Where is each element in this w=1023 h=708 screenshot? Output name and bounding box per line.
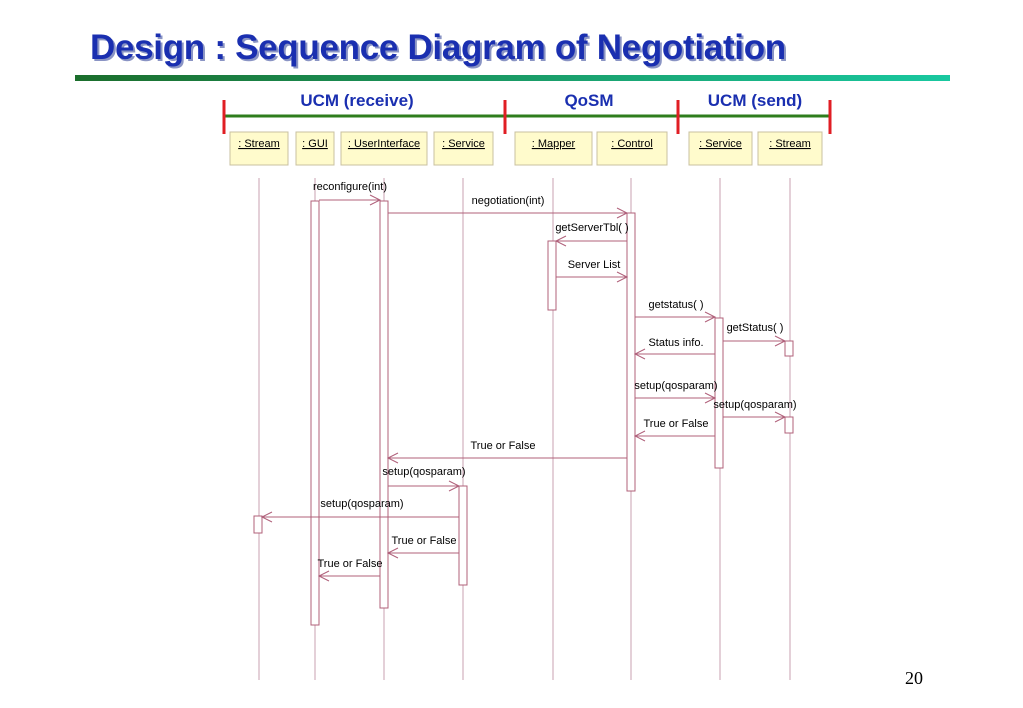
object-box: : UserInterface xyxy=(340,131,428,166)
activation-bar xyxy=(547,240,557,311)
message-arrow: Server List xyxy=(556,259,629,283)
object-label: : UserInterface xyxy=(348,138,420,150)
message-label: setup(qosparam) xyxy=(713,399,796,411)
object-box: : Control xyxy=(596,131,668,166)
message-arrow: setup(qosparam) xyxy=(382,466,466,492)
page-number: 20 xyxy=(905,668,923,688)
message-label: True or False xyxy=(643,418,708,430)
message-label: setup(qosparam) xyxy=(382,466,465,478)
activation-bar xyxy=(784,416,794,434)
message-label: reconfigure(int) xyxy=(313,181,387,193)
object-label: : Service xyxy=(442,138,485,150)
activation-bar xyxy=(784,340,794,357)
object-label: : Control xyxy=(611,138,653,150)
message-arrow: Status info. xyxy=(633,337,715,360)
message-label: setup(qosparam) xyxy=(320,498,403,510)
object-box: : Service xyxy=(688,131,753,166)
message-label: getstatus( ) xyxy=(648,299,703,311)
activation-bar xyxy=(626,212,636,492)
message-arrow: setup(qosparam) xyxy=(634,380,718,404)
activation-bar xyxy=(458,485,468,586)
group-label-1: QoSM xyxy=(564,91,613,110)
message-arrow: setup(qosparam) xyxy=(260,498,459,523)
object-label: : Stream xyxy=(769,138,811,150)
title-rule xyxy=(75,75,950,81)
message-label: True or False xyxy=(470,440,535,452)
message-arrow: True or False xyxy=(317,558,383,582)
object-box: : GUI xyxy=(295,131,335,166)
activation-bar xyxy=(379,200,389,609)
message-label: Server List xyxy=(568,259,621,271)
message-arrow: reconfigure(int) xyxy=(313,181,387,206)
message-arrow: True or False xyxy=(386,535,459,559)
object-label: : Service xyxy=(699,138,742,150)
object-box: : Stream xyxy=(757,131,823,166)
message-label: getStatus( ) xyxy=(727,322,784,334)
message-arrow: True or False xyxy=(386,440,627,464)
message-arrow: setup(qosparam) xyxy=(713,399,797,423)
activation-bar xyxy=(714,317,724,469)
message-label: negotiation(int) xyxy=(472,195,545,207)
group-label-2: UCM (send) xyxy=(708,91,802,110)
object-box: : Mapper xyxy=(514,131,593,166)
message-label: True or False xyxy=(391,535,456,547)
message-arrow: negotiation(int) xyxy=(388,195,629,219)
object-label: : Mapper xyxy=(532,138,576,150)
object-box: : Stream xyxy=(229,131,289,166)
activation-bar xyxy=(310,200,320,626)
message-arrow: getstatus( ) xyxy=(635,299,717,323)
object-box: : Service xyxy=(433,131,494,166)
message-arrow: getServerTbl( ) xyxy=(554,222,629,247)
object-label: : GUI xyxy=(302,138,328,150)
message-arrow: True or False xyxy=(633,418,715,442)
message-label: setup(qosparam) xyxy=(634,380,717,392)
message-label: True or False xyxy=(317,558,382,570)
object-label: : Stream xyxy=(238,138,280,150)
group-label-0: UCM (receive) xyxy=(300,91,413,110)
message-arrow: getStatus( ) xyxy=(723,322,787,347)
activation-bar xyxy=(253,515,263,534)
message-label: getServerTbl( ) xyxy=(555,222,628,234)
slide-title: Design : Sequence Diagram of Negotiation xyxy=(90,28,786,67)
message-label: Status info. xyxy=(648,337,703,349)
